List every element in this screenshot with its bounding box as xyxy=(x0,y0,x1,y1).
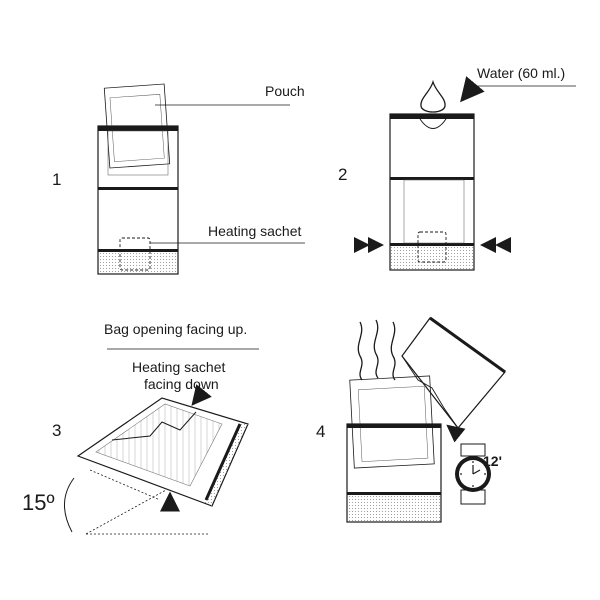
wristwatch-icon xyxy=(455,443,491,505)
heating-sachet-outline xyxy=(119,237,151,271)
arrow-icon xyxy=(446,424,466,443)
step-4: 4 xyxy=(316,316,506,523)
pouch-illustration-4 xyxy=(349,375,435,469)
step-1-number: 1 xyxy=(52,170,61,189)
sachet-down-label-1: Heating sachet xyxy=(132,359,226,375)
step-4-number: 4 xyxy=(316,422,325,441)
water-label: Water (60 ml.) xyxy=(477,65,565,81)
bag-illustration-4 xyxy=(346,423,442,523)
step-3-number: 3 xyxy=(52,421,61,440)
steam-icon xyxy=(357,319,396,381)
bag-illustration-1 xyxy=(97,125,179,275)
angle-label: 15º xyxy=(22,490,55,515)
water-drop-icon xyxy=(420,79,446,113)
bag-opening-label: Bag opening facing up. xyxy=(104,321,247,337)
heating-sachet-label: Heating sachet xyxy=(208,223,302,239)
time-label: 12' xyxy=(483,453,502,469)
sachet-down-label-2: facing down xyxy=(144,376,219,392)
arrow-icon xyxy=(160,384,212,512)
bag-illustration-3 xyxy=(76,397,249,507)
pouch-label: Pouch xyxy=(265,83,305,99)
step-1: 1 Pouch Heating sachet xyxy=(52,83,305,275)
arrow-icon xyxy=(460,76,485,103)
step-2-number: 2 xyxy=(338,165,347,184)
step-2: 2 Water (60 ml.) xyxy=(338,65,576,271)
step-3: 3 Bag opening facing up. Heating sachet … xyxy=(22,321,259,535)
incline-wedge xyxy=(64,469,210,535)
bag-illustration-2 xyxy=(389,113,475,271)
outer-bag-tilted xyxy=(401,316,506,429)
